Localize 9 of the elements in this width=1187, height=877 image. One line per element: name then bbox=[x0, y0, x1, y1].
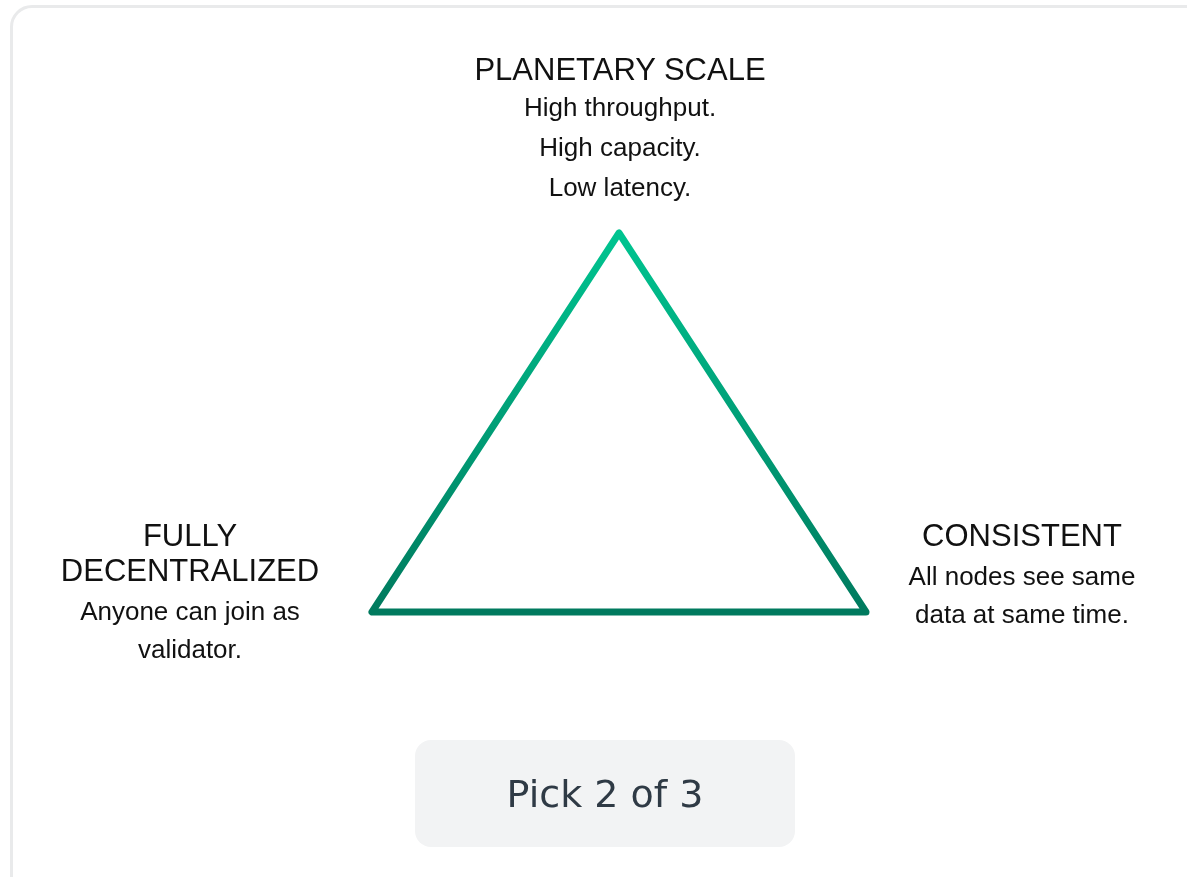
corner-heading: PLANETARY SCALE bbox=[473, 52, 767, 87]
pick-badge: Pick 2 of 3 bbox=[415, 740, 795, 847]
corner-description: Low latency. bbox=[547, 171, 693, 204]
corner-description: High throughput. bbox=[522, 91, 718, 124]
corner-heading: FULLY DECENTRALIZED bbox=[59, 518, 321, 588]
corner-description: All nodes see same data at same time. bbox=[907, 560, 1137, 631]
corner-description: Anyone can join as validator. bbox=[79, 595, 301, 666]
corner-description: High capacity. bbox=[538, 131, 702, 164]
corner-heading: CONSISTENT bbox=[921, 518, 1123, 553]
